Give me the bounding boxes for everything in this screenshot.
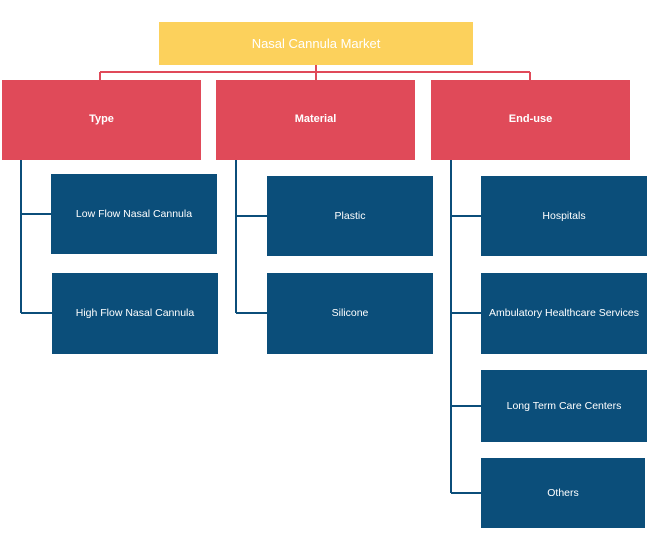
leaf-connectors: [20, 160, 481, 494]
category-end-use: End-use: [431, 80, 630, 160]
leaf-high-flow-nasal-cannula: High Flow Nasal Cannula: [52, 273, 218, 354]
leaf-low-flow-nasal-cannula: Low Flow Nasal Cannula: [51, 174, 217, 254]
leaf-others: Others: [481, 458, 645, 528]
root-connectors: [99, 65, 531, 80]
leaf-ambulatory-healthcare-services: Ambulatory Healthcare Services: [481, 273, 647, 354]
leaf-plastic: Plastic: [267, 176, 433, 256]
leaf-long-term-care-centers: Long Term Care Centers: [481, 370, 647, 442]
root-node-title: Nasal Cannula Market: [159, 22, 473, 65]
category-material: Material: [216, 80, 415, 160]
leaf-hospitals: Hospitals: [481, 176, 647, 256]
leaf-silicone: Silicone: [267, 273, 433, 354]
category-type: Type: [2, 80, 201, 160]
